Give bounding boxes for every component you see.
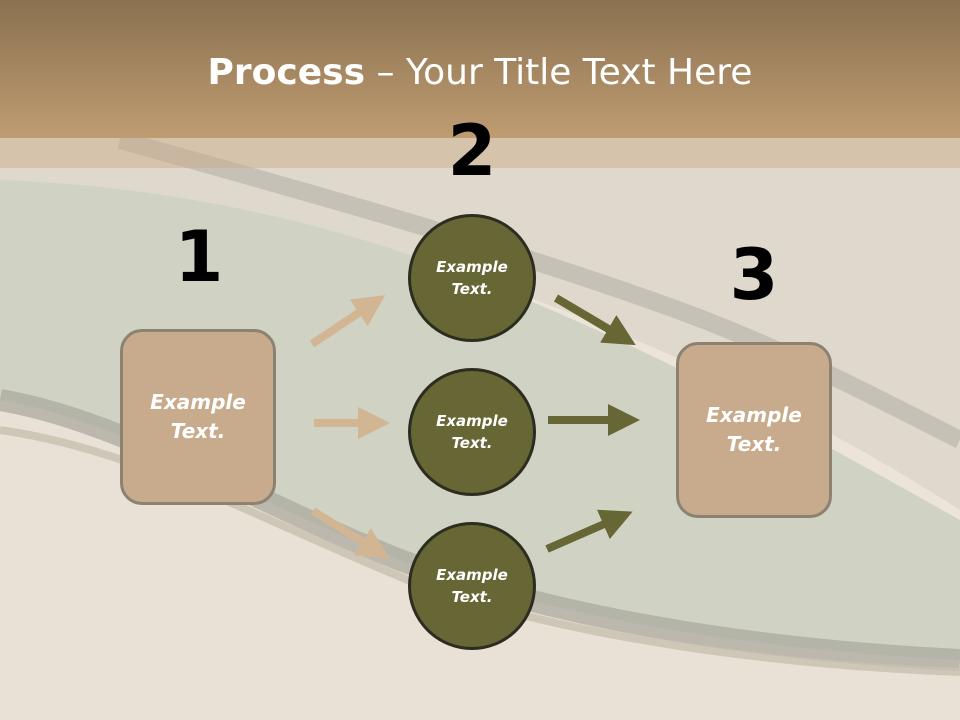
title-rest: – Your Title Text Here [365, 52, 753, 93]
step-2-circle-middle: Example Text. [408, 368, 536, 496]
step-number-2: 2 [447, 110, 497, 192]
title-bar [0, 0, 960, 138]
step-1-text: Example Text. [150, 390, 246, 443]
step-number-3: 3 [729, 234, 779, 316]
step-2-circle-middle-text: Example Text. [436, 411, 508, 453]
arrow-2a-to-3 [553, 294, 636, 346]
step-3-text: Example Text. [706, 403, 802, 456]
title-bold: Process [207, 52, 366, 93]
step-number-1: 1 [174, 216, 224, 298]
step-3-box: Example Text. [676, 342, 832, 518]
slide-title: Process – Your Title Text Here [0, 52, 960, 93]
step-2-circle-bottom-text: Example Text. [436, 565, 508, 607]
step-2-circle-bottom: Example Text. [408, 522, 536, 650]
title-strip [0, 138, 960, 168]
step-2-circle-top-text: Example Text. [436, 257, 508, 299]
step-1-box: Example Text. [120, 329, 276, 505]
arrow-1-to-2c [310, 507, 390, 559]
arrow-1-to-2a [309, 295, 386, 348]
arrow-2c-to-3 [545, 509, 633, 553]
step-2-circle-top: Example Text. [408, 214, 536, 342]
